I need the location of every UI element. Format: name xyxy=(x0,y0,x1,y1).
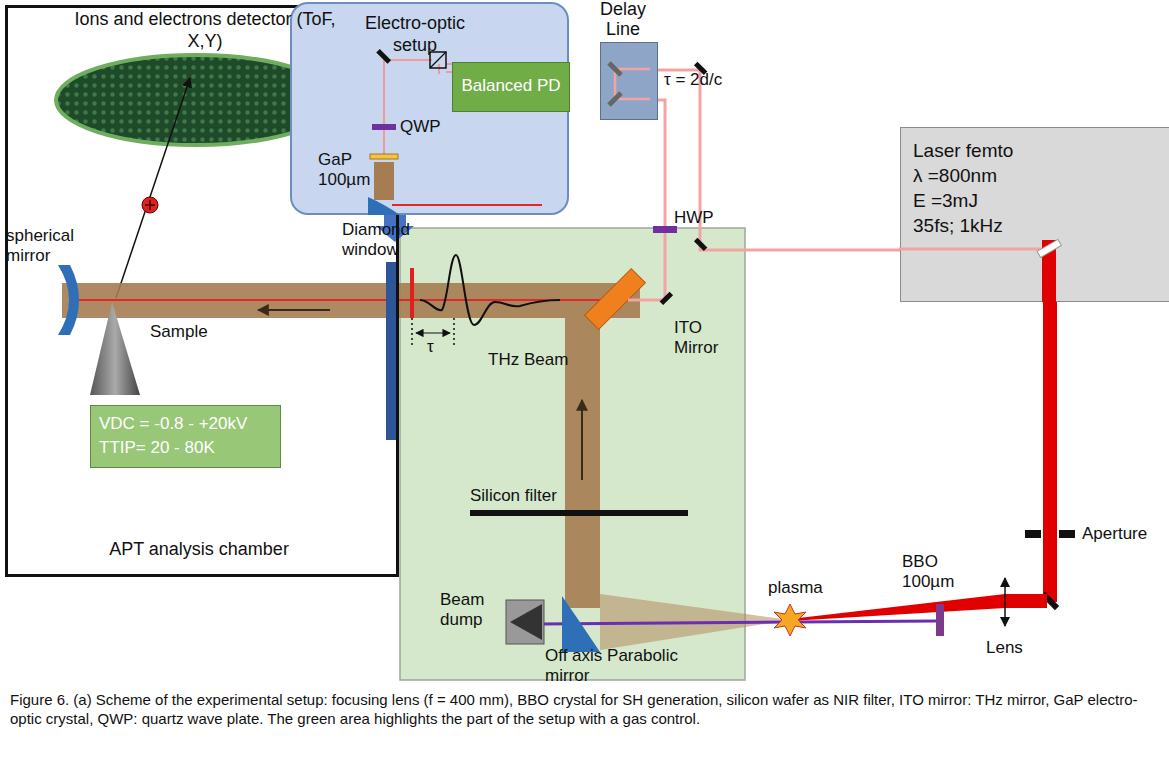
aperture-blade xyxy=(1025,530,1041,538)
beam-splitter xyxy=(1037,239,1061,257)
beam-direction xyxy=(581,400,583,480)
lens xyxy=(1004,578,1006,626)
plasma-spark xyxy=(774,604,806,636)
sample-tip xyxy=(90,302,140,395)
figure-caption: Figure 6. (a) Scheme of the experimental… xyxy=(10,690,1158,728)
thz-beam xyxy=(374,162,394,200)
second-harmonic xyxy=(540,621,936,624)
delay-line-box: Delay Line xyxy=(600,42,658,120)
mirror xyxy=(694,238,707,251)
node-text: TTIP= 20 - 80K xyxy=(99,436,272,460)
part-label: QWP xyxy=(400,117,441,137)
node-text: λ =800nm xyxy=(913,163,1043,188)
probe-beam xyxy=(392,204,542,206)
part-label: τ xyxy=(427,337,434,357)
node-text: E =3mJ xyxy=(913,188,1043,213)
spherical-mirror xyxy=(58,265,79,335)
node-text: Delay Line xyxy=(583,0,663,39)
part-label: spherical mirror xyxy=(6,226,76,266)
focused-beam xyxy=(790,594,1005,621)
part-label: Aperture xyxy=(1082,524,1147,544)
beam-dump xyxy=(506,600,544,644)
node-text: VDC = -0.8 - +20kV xyxy=(99,412,272,436)
gap-crystal xyxy=(370,154,398,159)
probe-path xyxy=(899,248,1047,251)
thz-waveform xyxy=(420,255,560,325)
node-text: Balanced PD xyxy=(453,63,569,96)
part-label: ITO Mirror xyxy=(674,318,738,358)
part-label: Lens xyxy=(986,638,1023,658)
bbo-crystal xyxy=(936,604,944,636)
beam-dump-cone xyxy=(510,604,542,640)
ion xyxy=(142,197,158,213)
qwp-plate xyxy=(372,124,396,130)
laser-box: Laser femtoλ =800nmE =3mJ35fs; 1kHz xyxy=(900,127,1169,302)
diamond-window xyxy=(386,262,397,440)
hwp-plate xyxy=(653,226,677,233)
mirror xyxy=(376,49,391,64)
part-label: GaP 100µm xyxy=(318,150,368,190)
part-label: Silicon filter xyxy=(470,486,557,506)
node-text: Laser femto xyxy=(913,138,1043,163)
ion-trajectory xyxy=(116,78,190,298)
probe-pulse xyxy=(410,268,414,318)
probe-path xyxy=(384,60,455,154)
part-label: Off axis Parabolic mirror xyxy=(545,646,685,686)
silicon-filter xyxy=(470,510,688,516)
delay-line-illustration xyxy=(601,43,650,118)
node-text: APT analysis chamber xyxy=(8,539,390,560)
aperture-blade xyxy=(1059,530,1075,538)
parabolic-mirror xyxy=(562,596,600,652)
part-label: Sample xyxy=(150,322,208,342)
part-label: τ = 2d/c xyxy=(664,70,722,90)
part-label: Ions and electrons detector (ToF, X,Y) xyxy=(70,8,340,52)
mirror xyxy=(660,292,673,305)
part-label: plasma xyxy=(768,578,823,598)
node-text: 35fs; 1kHz xyxy=(913,213,1043,238)
pump-beam xyxy=(1043,302,1057,602)
thz-beam-vertical xyxy=(565,318,600,608)
beam-direction xyxy=(258,309,330,311)
pump-beam xyxy=(1005,594,1047,608)
part-label: THz Beam xyxy=(488,350,568,370)
photodiode-box: Balanced PD xyxy=(452,62,570,112)
part-label: Diamond window xyxy=(342,220,420,260)
ion-charge xyxy=(145,200,155,210)
part-label: Beam dump xyxy=(440,590,500,630)
node-text: Electro-optic setup xyxy=(342,12,488,56)
retro-mirror xyxy=(609,63,621,105)
part-label: HWP xyxy=(674,208,714,228)
part-label: BBO 100µm xyxy=(902,552,958,592)
voltage-box: VDC = -0.8 - +20kVTTIP= 20 - 80K xyxy=(90,405,281,468)
probe-path xyxy=(628,70,900,300)
delay-arrow xyxy=(416,332,450,333)
